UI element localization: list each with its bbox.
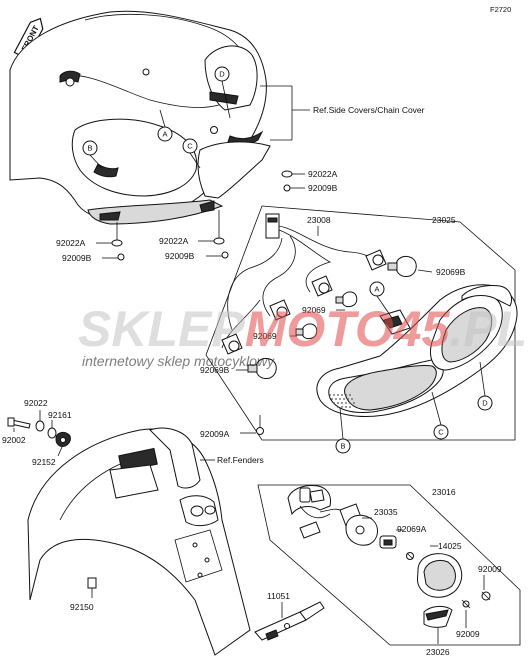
callout-a-light-label: A — [374, 285, 379, 294]
bulb-92069b-low — [236, 357, 277, 379]
bulb-92069-mid — [335, 291, 358, 311]
callout-d-top-label: D — [219, 70, 225, 79]
callout-b-light: B — [335, 407, 351, 454]
collar-92161 — [47, 420, 57, 439]
bulb-92069b-top — [387, 255, 433, 277]
part-23016: 23016 — [432, 487, 456, 497]
part-92009b-right: 92009B — [308, 183, 338, 193]
svg-text:SKLEPMOTO45.PL: SKLEPMOTO45.PL — [78, 301, 527, 357]
bulb-92069-low — [290, 323, 318, 340]
callout-c-light: C — [431, 391, 449, 440]
callout-b-top: B — [82, 140, 103, 169]
grommet-92152 — [55, 431, 71, 457]
lens-14025 — [417, 545, 463, 598]
part-92152: 92152 — [32, 457, 56, 467]
part-92150: 92150 — [70, 602, 94, 612]
watermark-brand-4: .PL — [449, 301, 527, 357]
license-light-box — [257, 484, 521, 646]
screw-92009-b — [461, 599, 471, 628]
part-23035: 23035 — [374, 507, 398, 517]
watermark: SKLEPMOTO45.PL internetowy sklep motocyk… — [78, 301, 527, 369]
washer-92022-fender — [35, 410, 45, 432]
screw-92009-a — [481, 575, 491, 601]
washer-92022a-right — [281, 170, 305, 178]
part-23025: 23025 — [432, 215, 456, 225]
part-92022a-left: 92022A — [56, 238, 86, 248]
side-cover-assembly: D A B C — [9, 10, 271, 225]
washer-92022a-center — [198, 210, 225, 245]
part-92002: 92002 — [2, 435, 26, 445]
license-light-housing — [287, 485, 363, 539]
bolt-92002 — [7, 417, 31, 432]
watermark-tagline: internetowy sklep motocyklowy — [82, 353, 275, 369]
rear-fender — [27, 427, 251, 656]
part-92009-a: 92009 — [478, 564, 502, 574]
wiring-harness-23008 — [221, 213, 387, 355]
bulb-92069a — [379, 529, 403, 549]
bolt-92150 — [87, 577, 97, 598]
part-23026: 23026 — [426, 647, 450, 657]
part-92069b-low: 92069B — [200, 365, 230, 375]
figure-code: F2720 — [490, 5, 511, 14]
bolt-92009b-left — [102, 253, 125, 261]
part-92009b-center: 92009B — [165, 251, 195, 261]
bracket-11051 — [254, 601, 325, 641]
callout-a-top: A — [157, 109, 173, 142]
callout-c-light-label: C — [438, 428, 444, 437]
watermark-brand-3: 45 — [393, 301, 451, 357]
part-14025: 14025 — [438, 541, 462, 551]
callout-a-light: A — [369, 281, 393, 319]
part-11051: 11051 — [267, 591, 290, 601]
tail-light-housing-23025 — [316, 284, 518, 417]
part-92009a: 92009A — [200, 429, 230, 439]
part-92022a-right: 92022A — [308, 169, 338, 179]
part-23008: 23008 — [307, 215, 331, 225]
part-92069b-top: 92069B — [436, 267, 466, 277]
callout-b-light-label: B — [340, 442, 345, 451]
part-92009b-left: 92009B — [62, 253, 92, 263]
socket-23035 — [345, 514, 378, 546]
bolt-92009b-center — [206, 251, 229, 259]
part-92069a: 92069A — [397, 524, 427, 534]
part-92022a-center: 92022A — [159, 236, 189, 246]
ref-side-covers-label: Ref.Side Covers/Chain Cover — [313, 105, 425, 115]
callout-d-light-label: D — [482, 399, 488, 408]
callout-a-top-label: A — [162, 130, 167, 139]
bolt-92009b-right — [283, 184, 305, 192]
part-92009-b: 92009 — [456, 629, 480, 639]
part-92069-mid: 92069 — [302, 305, 326, 315]
callout-d-top: D — [214, 66, 231, 119]
ref-side-covers-leader — [260, 85, 310, 141]
callout-b-top-label: B — [87, 144, 92, 153]
part-92161: 92161 — [48, 410, 72, 420]
callout-d-light: D — [477, 361, 493, 411]
tail-light-assembly-box — [205, 205, 516, 441]
ref-fenders-label: Ref.Fenders — [217, 455, 264, 465]
part-92022-fender: 92022 — [24, 398, 48, 408]
washer-92022a-left — [96, 222, 123, 247]
watermark-brand-1: SKLEP — [78, 301, 245, 357]
screw-92009a — [240, 415, 264, 435]
cover-23026 — [423, 605, 453, 644]
watermark-brand-2: MOTO — [245, 301, 394, 357]
callout-c-top: C — [182, 138, 201, 169]
screw-license-mid — [406, 552, 414, 560]
callout-c-top-label: C — [187, 142, 193, 151]
reflector-pattern — [329, 394, 355, 408]
part-92069-low: 92069 — [253, 331, 277, 341]
